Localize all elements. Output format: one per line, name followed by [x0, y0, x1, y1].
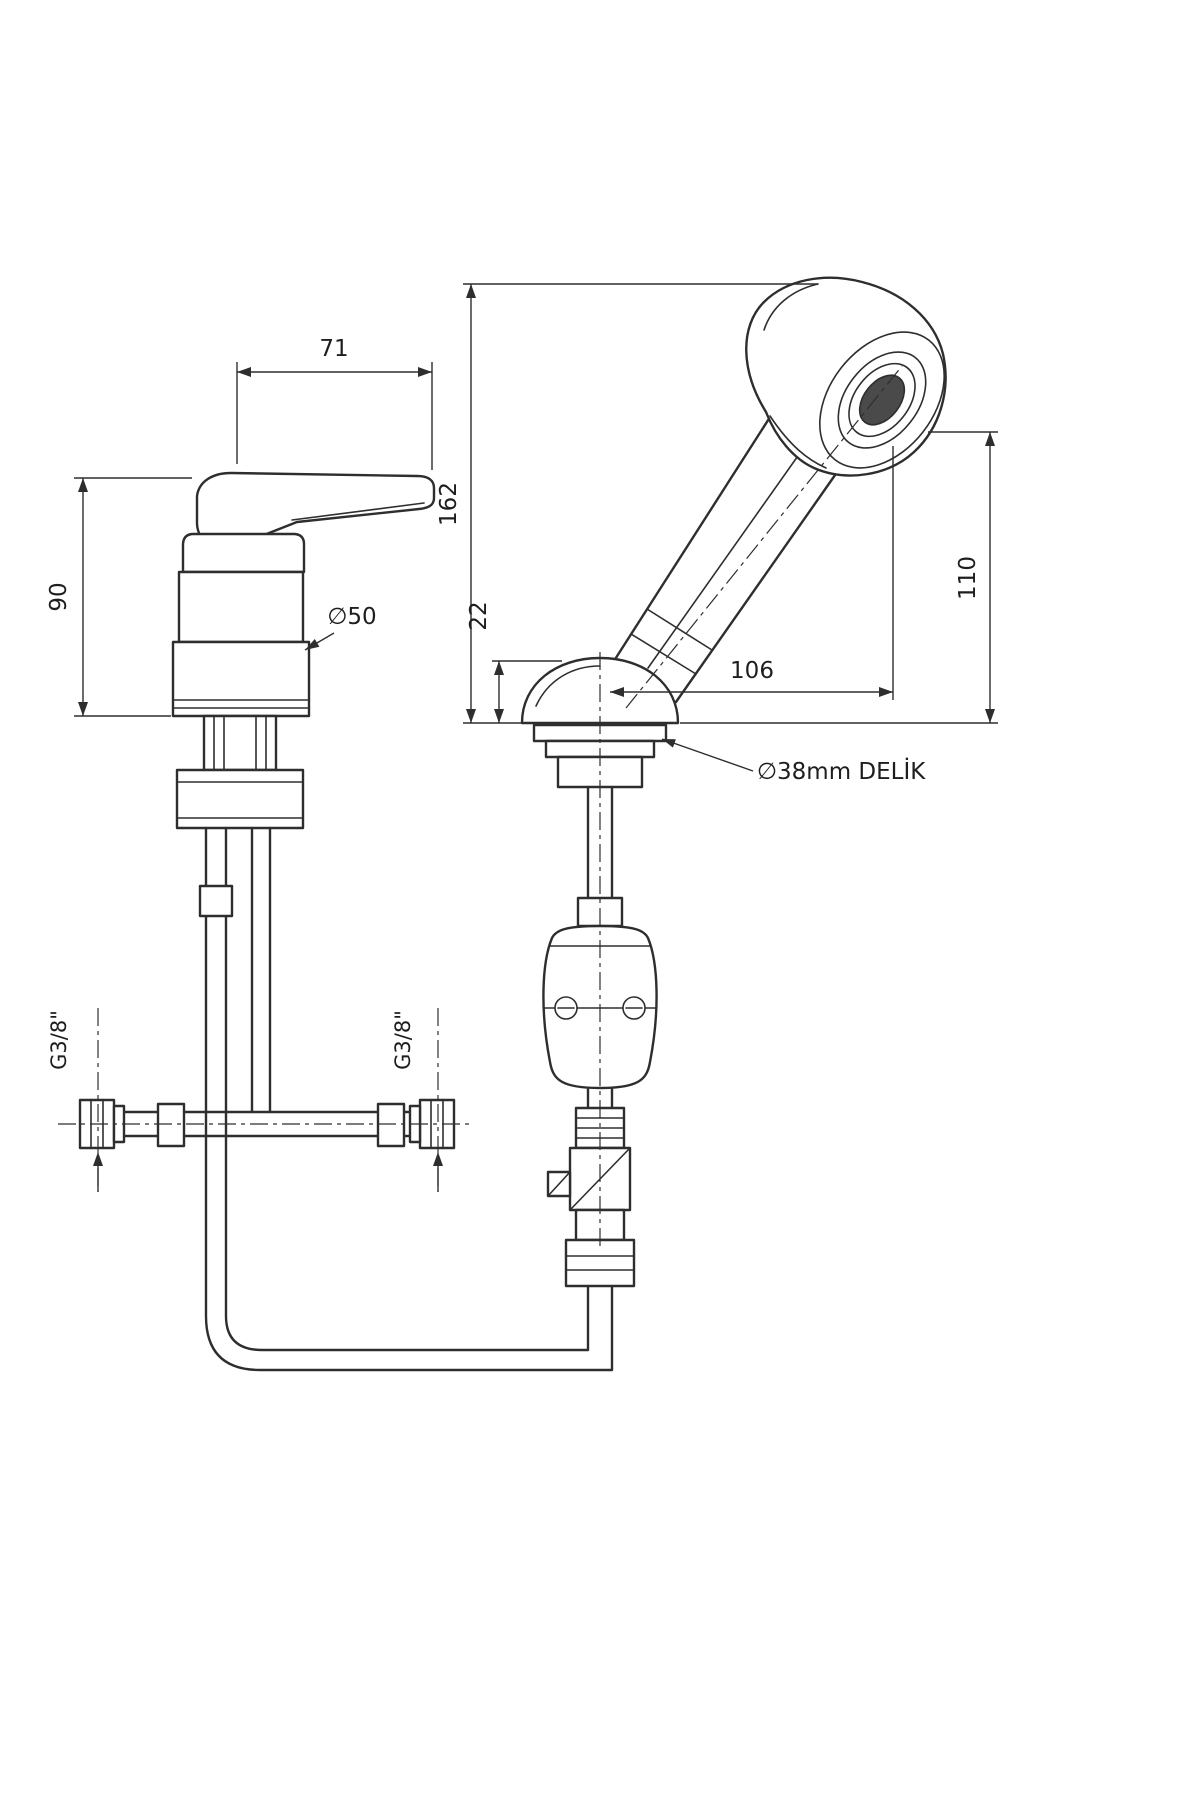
dimension-shower-height: 162: [436, 283, 818, 724]
left-thread-callout: G3/8": [47, 1010, 103, 1192]
supply-piping: [78, 826, 614, 1372]
shower-head: [745, 276, 947, 477]
spray-face: [819, 331, 945, 469]
dimension-body-height: 90: [46, 477, 192, 717]
dim-22-label: 22: [466, 601, 492, 630]
dimension-head-height: 110: [680, 431, 998, 724]
hole-diameter-note: ∅38mm DELİK: [661, 738, 926, 785]
mixer-faucet: [171, 471, 436, 830]
left-thread-label: G3/8": [47, 1010, 71, 1070]
dimension-shower-reach: 106: [610, 446, 894, 700]
center-thread-callout: G3/8": [391, 1010, 443, 1192]
hole-note-label: ∅38mm DELİK: [757, 757, 926, 785]
center-thread-label: G3/8": [391, 1010, 415, 1070]
dimension-handle-width: 71: [236, 336, 433, 470]
dim-71-label: 71: [319, 336, 348, 362]
dim-110-label: 110: [955, 556, 981, 600]
dim-162-label: 162: [436, 482, 462, 526]
dimension-base-height: 22: [466, 601, 562, 723]
dim-50-label: ∅50: [327, 604, 376, 630]
dimension-body-diameter: ∅50: [304, 604, 377, 651]
shower-handle-axis: [625, 365, 903, 709]
hand-shower: [520, 276, 947, 1288]
dim-106-label: 106: [730, 658, 774, 684]
dim-90-label: 90: [46, 582, 72, 611]
